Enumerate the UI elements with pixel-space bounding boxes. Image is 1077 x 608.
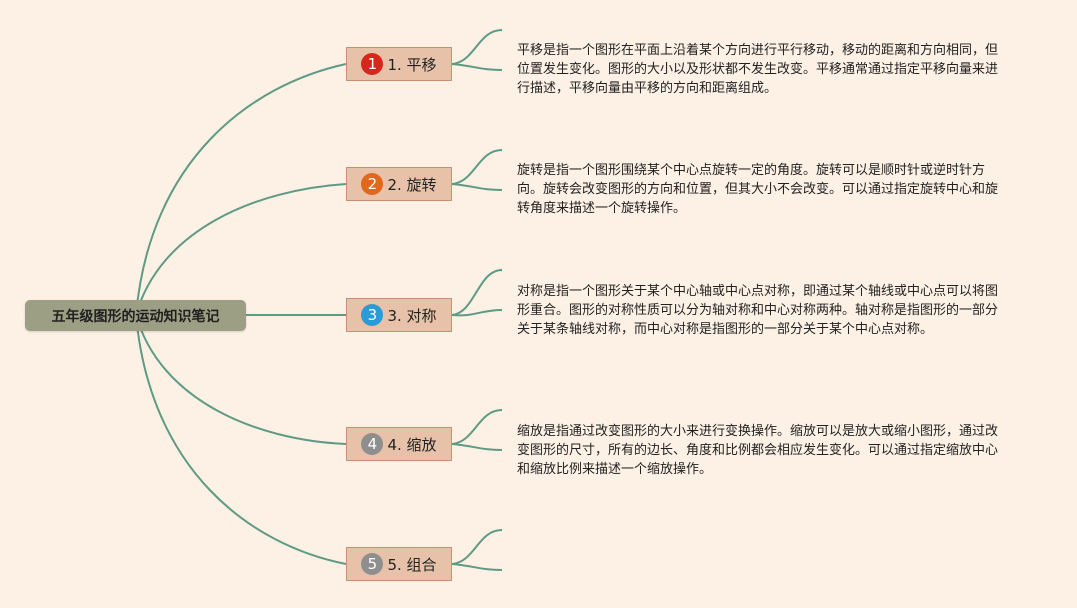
topic-title: 2. 旋转	[387, 175, 437, 194]
number-1-icon: 1	[361, 53, 384, 75]
topic-title: 3. 对称	[387, 306, 437, 325]
root-link-1	[135, 63, 347, 316]
topic-1-link-upper	[451, 29, 503, 65]
root-node[interactable]: 五年级图形的运动知识笔记	[25, 300, 246, 331]
topic-description-translation: 平移是指一个图形在平面上沿着某个方向进行平行移动，移动的距离和方向相同，但位置发…	[517, 43, 999, 96]
topic-title: 5. 组合	[387, 555, 437, 574]
topic-description-scaling: 缩放是指通过改变图形的大小来进行变换操作。缩放可以是放大或缩小图形，通过改变图形…	[517, 424, 999, 477]
topic-2-link-lower	[451, 183, 503, 191]
topic-3-link-upper	[451, 269, 503, 316]
topic-5-link-upper	[451, 529, 503, 565]
root-link-5	[135, 314, 347, 565]
topic-4-link-upper	[451, 409, 503, 445]
topic-node-symmetry[interactable]: 3 3. 对称	[346, 298, 452, 332]
topic-node-rotation[interactable]: 2 2. 旋转	[346, 167, 452, 201]
topic-node-scaling[interactable]: 4 4. 缩放	[346, 427, 452, 461]
topic-1-link-lower	[451, 63, 503, 71]
topic-3-link-lower	[451, 309, 503, 317]
topic-title: 1. 平移	[387, 55, 437, 74]
topic-title: 4. 缩放	[387, 435, 437, 454]
topic-node-translation[interactable]: 1 1. 平移	[346, 47, 452, 81]
number-4-icon: 4	[361, 433, 384, 455]
topic-5-link-lower	[451, 563, 503, 571]
topic-2-link-upper	[451, 149, 503, 185]
topic-node-combination[interactable]: 5 5. 组合	[346, 547, 452, 581]
topic-description-symmetry: 对称是指一个图形关于某个中心轴或中心点对称，即通过某个轴线或中心点可以将图形重合…	[517, 284, 999, 337]
topic-4-link-lower	[451, 443, 503, 451]
number-3-icon: 3	[361, 304, 384, 326]
number-2-icon: 2	[361, 173, 384, 195]
topic-description-rotation: 旋转是指一个图形围绕某个中心点旋转一定的角度。旋转可以是顺时针或逆时针方向。旋转…	[517, 163, 999, 216]
number-5-icon: 5	[361, 553, 384, 575]
root-link-2	[135, 183, 347, 316]
root-link-4	[135, 314, 347, 445]
root-label: 五年级图形的运动知识笔记	[51, 308, 220, 325]
